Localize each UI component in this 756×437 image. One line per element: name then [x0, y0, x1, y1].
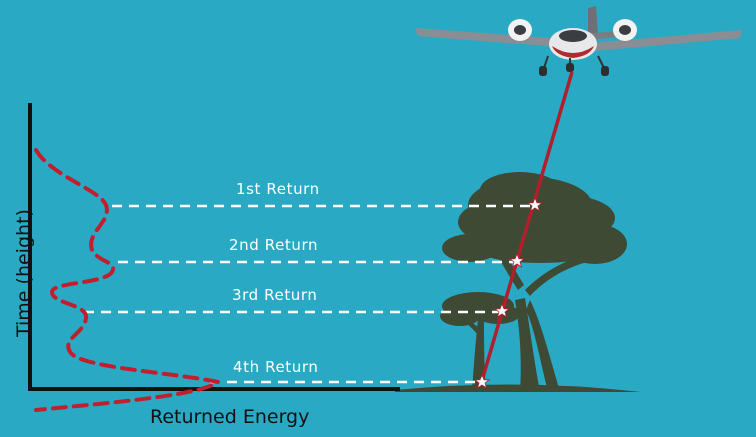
- return-label-4: 4th Return: [233, 358, 319, 376]
- laser-beam: [479, 71, 574, 385]
- tree-icon: [395, 172, 640, 392]
- star-icon: [508, 252, 526, 268]
- x-axis-label: Returned Energy: [150, 406, 310, 428]
- star-icon: [526, 196, 544, 212]
- energy-waveform: [34, 148, 223, 412]
- return-label-2: 2nd Return: [229, 236, 319, 254]
- return-label-3: 3rd Return: [232, 286, 318, 304]
- star-icon: [473, 373, 491, 389]
- airplane-icon: [415, 6, 742, 76]
- star-icon: [493, 302, 511, 318]
- return-label-1: 1st Return: [236, 180, 320, 198]
- y-axis-label: Time (height): [13, 209, 35, 337]
